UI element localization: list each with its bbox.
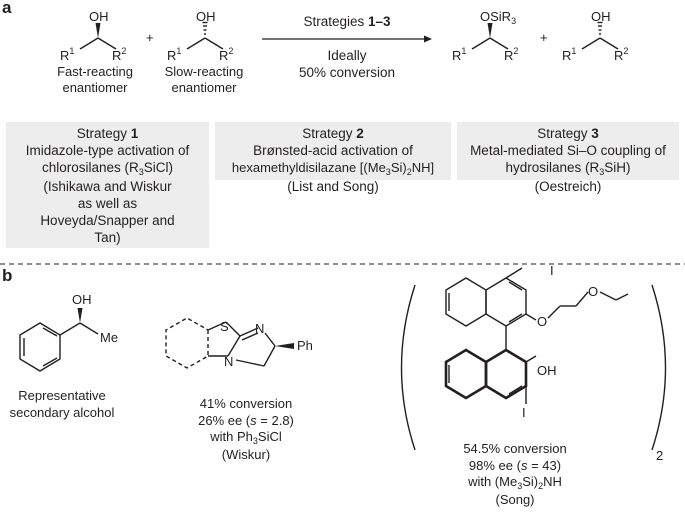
plus-sign-right: +	[540, 30, 548, 45]
product-r1-label: R1	[452, 46, 466, 63]
fast-enantiomer-structure	[79, 23, 117, 50]
panel-label-a: a	[2, 0, 12, 17]
slow-enantiomer-structure	[186, 21, 224, 50]
slow-r1-label: R1	[167, 46, 181, 63]
arrow-label-top: Strategies 1–3	[303, 14, 391, 29]
recovered-oh-label: OH	[591, 9, 611, 24]
binol-o1-label: O	[537, 314, 547, 329]
recovered-r1-label: R1	[562, 46, 576, 63]
binol-i-bottom-label: I	[522, 405, 526, 420]
strategy-2-heading: Strategy 2	[302, 126, 364, 141]
strategy-3-line3: (Oestreich)	[534, 179, 602, 194]
strategy-1-line5: Hoveyda/Snapper and	[40, 213, 175, 228]
strategy-3-line2: hydrosilanes (R3SiH)	[505, 160, 631, 177]
binol-o2-label: O	[588, 284, 598, 299]
wiskur-catalyst-structure	[165, 317, 294, 369]
strategy-1-line3: (Ishikawa and Wiskur	[43, 179, 172, 194]
strategy-2-box: Strategy 2 Brønsted-acid activation of h…	[215, 122, 451, 194]
reaction-arrow	[262, 35, 432, 43]
osir3-label: OSiR3	[480, 9, 516, 26]
strategy-3-heading: Strategy 3	[537, 126, 599, 141]
alcohol-caption: Representative secondary alcohol	[9, 388, 115, 420]
product-r2-label: R2	[504, 46, 518, 63]
binol-oh-label: OH	[537, 363, 557, 378]
recovered-alcohol-structure	[581, 21, 619, 50]
slow-oh-label: OH	[196, 9, 216, 24]
alcohol-oh-label: OH	[72, 292, 92, 307]
fast-r2-label: R2	[112, 46, 126, 63]
catalyst-n1-label: N	[255, 321, 264, 336]
song-catalyst-caption: 54.5% conversion 98% ee (s = 43) with (M…	[463, 441, 567, 507]
strategy-1-box: Strategy 1 Imidazole-type activation of …	[6, 122, 209, 248]
fast-r1-label: R1	[60, 46, 74, 63]
song-catalyst-structure	[400, 267, 667, 451]
strategy-1-line4: as well as	[77, 196, 138, 211]
strategy-2-line3: (List and Song)	[287, 179, 379, 194]
strategy-3-box: Strategy 3 Metal-mediated Si–O coupling …	[457, 122, 679, 194]
strategy-1-line1: Imidazole-type activation of	[25, 143, 190, 158]
binol-subscript-2: 2	[656, 448, 663, 463]
strategy-3-line1: Metal-mediated Si–O coupling of	[470, 143, 666, 158]
slow-r2-label: R2	[219, 46, 233, 63]
catalyst-ph-label: Ph	[297, 338, 313, 353]
plus-sign-left: +	[146, 30, 154, 45]
panel-label-b: b	[2, 266, 13, 285]
catalyst-s-label: S	[220, 319, 229, 334]
representative-alcohol-structure	[19, 308, 99, 372]
strategy-1-heading: Strategy 1	[76, 126, 139, 141]
strategy-1-line6: Tan)	[94, 230, 121, 245]
binol-i-top-label: I	[550, 263, 554, 278]
catalyst-n2-label: N	[224, 354, 233, 369]
recovered-r2-label: R2	[614, 46, 628, 63]
fast-oh-label: OH	[89, 9, 109, 24]
strategy-2-line2: hexamethyldisilazane [(Me3Si)2NH]	[231, 160, 435, 177]
silyl-ether-product-structure	[471, 23, 509, 50]
strategy-1-line2: chlorosilanes (R3SiCl)	[41, 160, 174, 177]
wiskur-catalyst-caption: 41% conversion 26% ee (s = 2.8) with Ph3…	[198, 396, 294, 462]
alcohol-me-label: Me	[100, 330, 118, 345]
strategy-2-line1: Brønsted-acid activation of	[253, 143, 413, 158]
